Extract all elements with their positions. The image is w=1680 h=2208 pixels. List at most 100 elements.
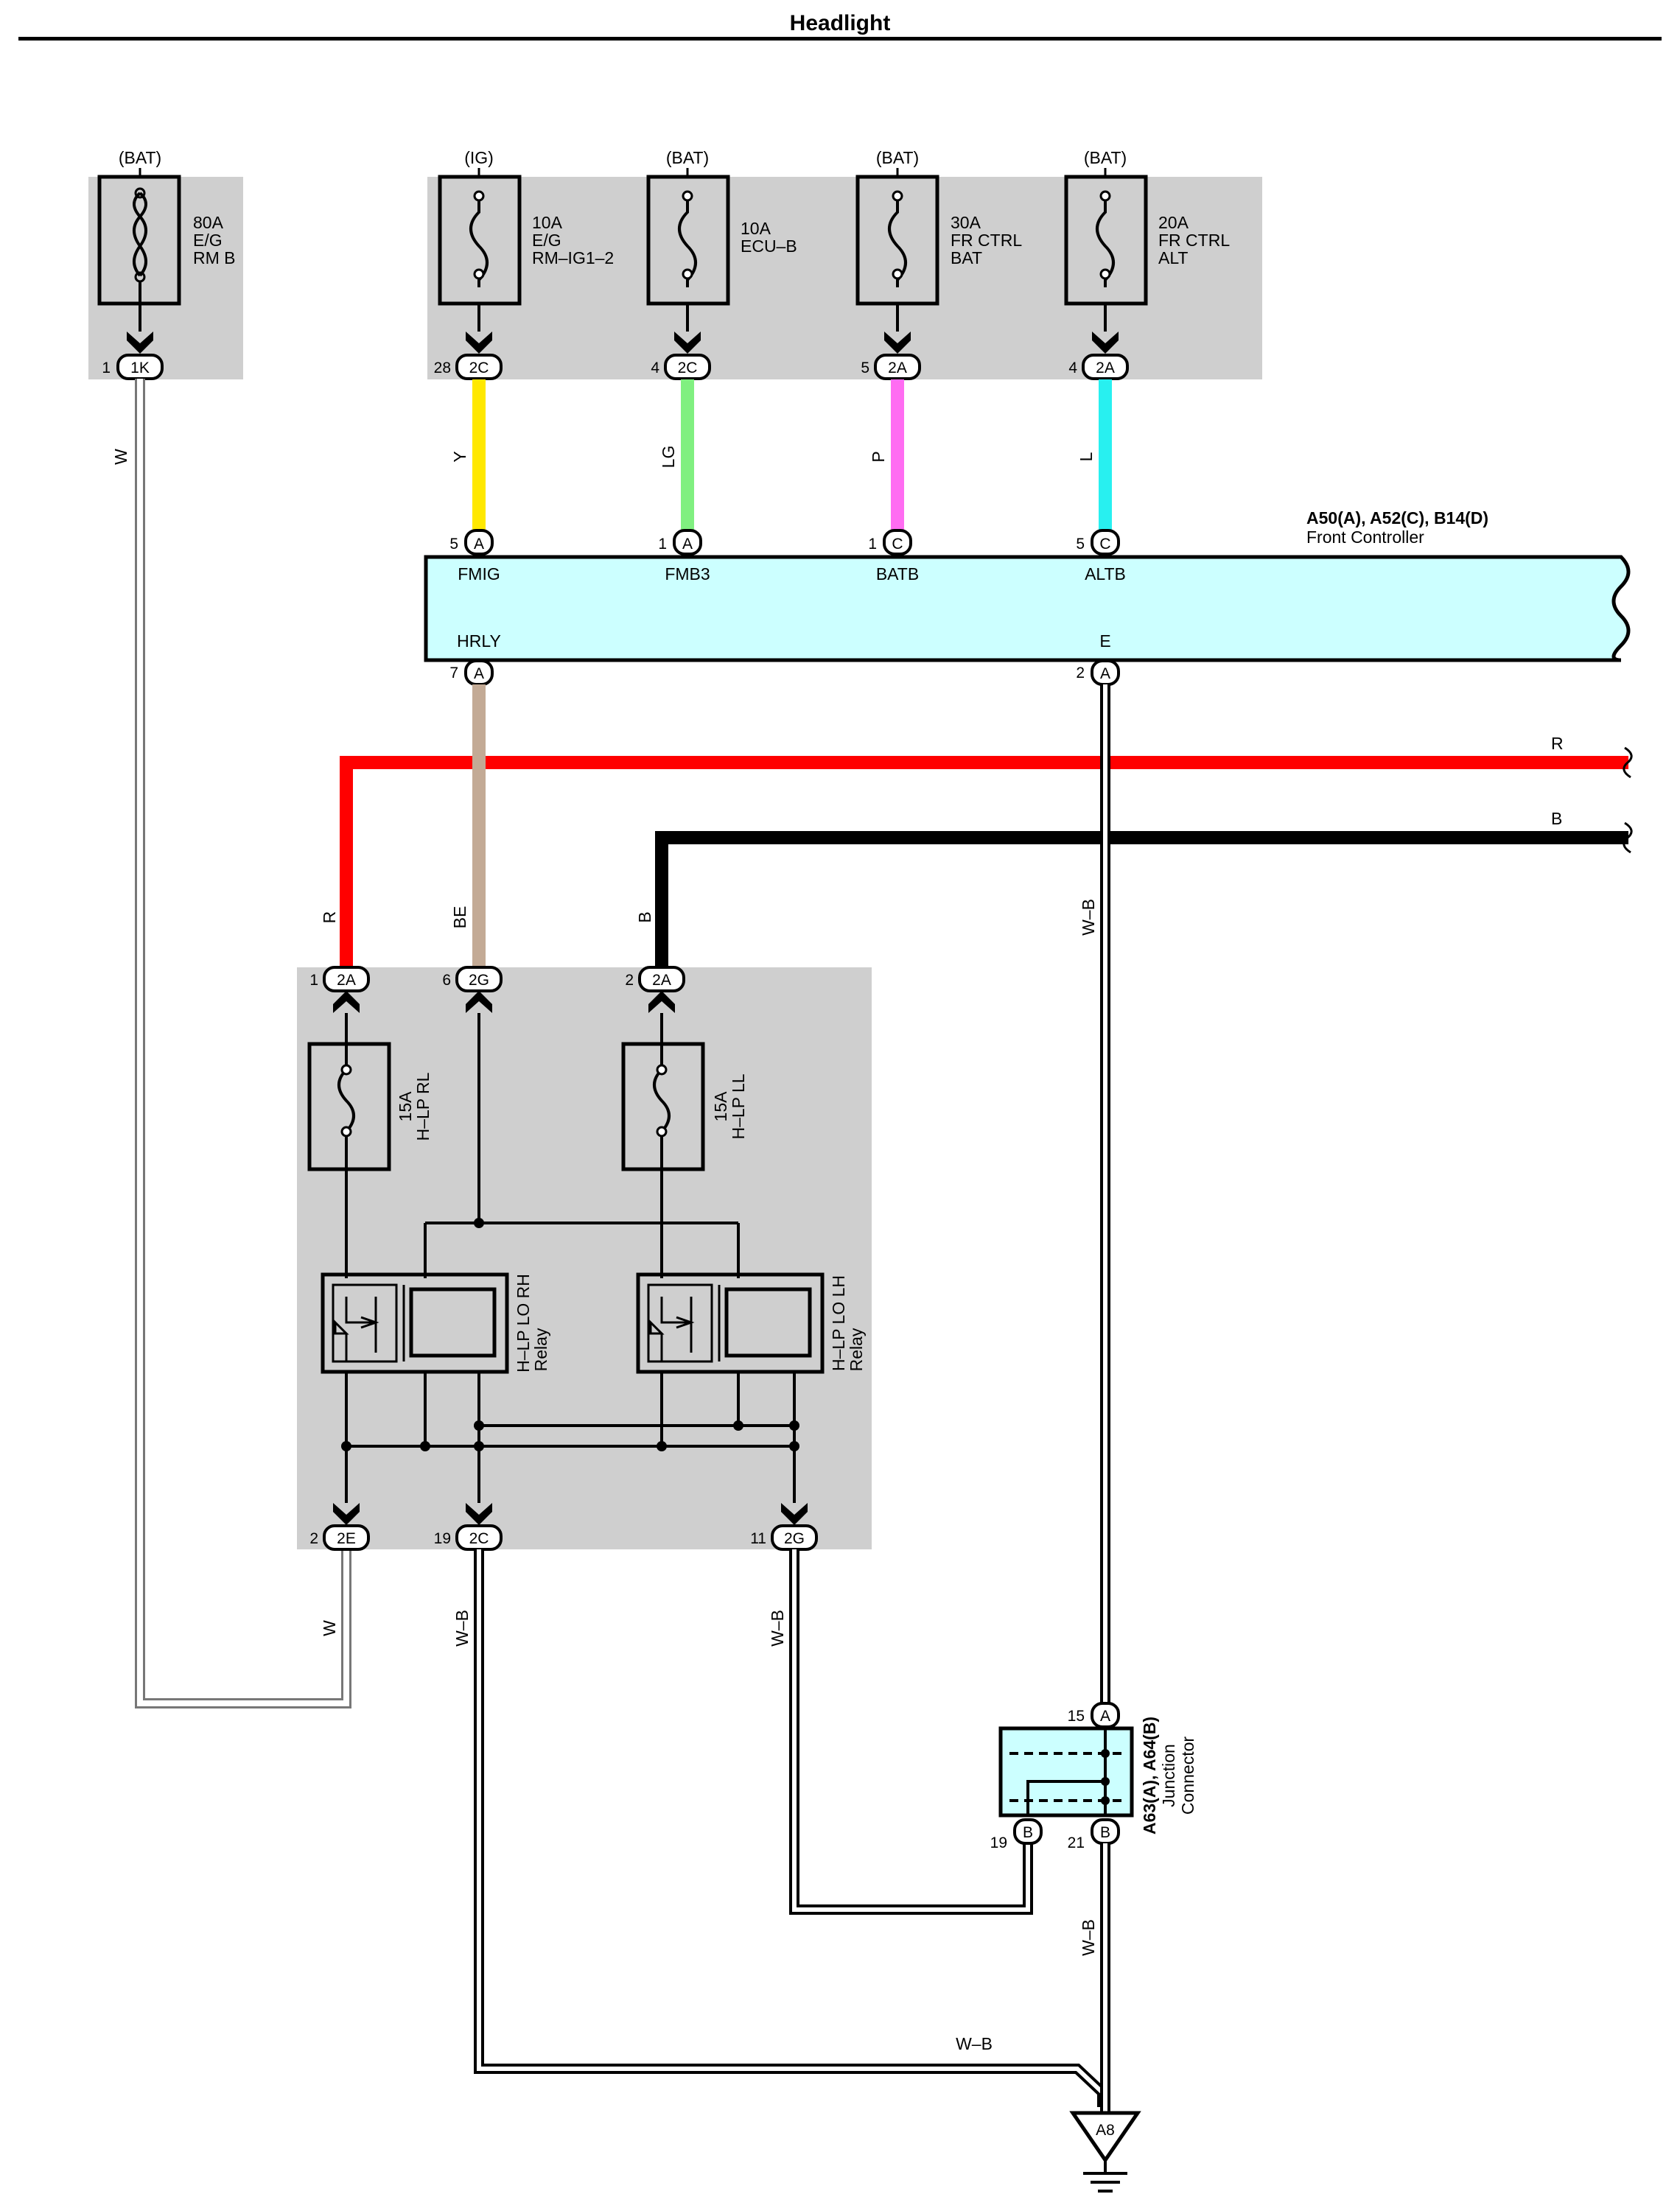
relay-box-bg <box>297 967 872 1549</box>
fuse-4-rating: 30A <box>951 213 981 232</box>
junction-label2: Connector <box>1178 1736 1197 1815</box>
junction-pin-top-num: 15 <box>1068 1708 1085 1725</box>
fuse-2-source: (IG) <box>464 148 494 167</box>
wire-lg <box>681 379 694 530</box>
junction-pin-top-conn: A <box>1100 1708 1110 1725</box>
fuse-5-source: (BAT) <box>1084 148 1127 167</box>
fuse-1-connector: 1K <box>130 360 150 376</box>
fuse-4-source: (BAT) <box>876 148 919 167</box>
connector-arrow-icon <box>781 1503 808 1525</box>
wire-label-l: L <box>1077 452 1096 461</box>
fuse-icon <box>653 1044 671 1169</box>
relay-box: 2A 1 2G 6 2A 2 15A H–LP RL 15A H–LP LL <box>297 966 872 1551</box>
wire-r <box>340 756 1628 967</box>
ctrl-pin-batb-num: 1 <box>868 536 877 553</box>
fuse-ll-rating: 15A <box>711 1091 730 1122</box>
fuse-4-name1: FR CTRL <box>951 231 1022 250</box>
ctrl-pin-fmig-name: FMIG <box>458 564 500 583</box>
fuse-2-name2: RM–IG1–2 <box>532 248 614 267</box>
fuse-3-connector: 2C <box>678 360 698 376</box>
wire-label-r: R <box>320 911 339 924</box>
controller-name: A50(A), A52(C), B14(D) <box>1306 508 1488 528</box>
wire-label-b-right: B <box>1551 809 1562 828</box>
fuse-2-rating: 10A <box>532 213 563 232</box>
fuse-3-name1: ECU–B <box>741 236 797 256</box>
fuse-5-name2: ALT <box>1158 248 1188 267</box>
fuse-80a-rm-b: (BAT) 80A E/G RM B 1 1K <box>97 148 236 380</box>
relay-coil-icon <box>724 1287 812 1358</box>
fuse-10a-rm-ig1-2: (IG) 10A E/G RM–IG1–2 28 2C <box>434 148 614 380</box>
fuse-1-source: (BAT) <box>119 148 161 167</box>
fuse-4-connector: 2A <box>888 360 907 376</box>
fuse-10a-ecu-b: (BAT) 10A ECU–B 4 2C <box>646 148 797 380</box>
junction-label1: Junction <box>1159 1744 1178 1807</box>
ctrl-pin-fmig-conn: A <box>474 536 484 553</box>
junction-name: A63(A), A64(B) <box>1140 1717 1159 1834</box>
fuse-20a-fr-ctrl-alt: (BAT) 20A FR CTRL ALT 4 2A <box>1064 148 1230 380</box>
connector-arrow-icon <box>648 991 675 1013</box>
ctrl-pin-e-num: 2 <box>1076 665 1085 681</box>
fuse-1-name2: RM B <box>193 248 236 267</box>
relay-box-pin-2e-num: 2 <box>309 1530 318 1547</box>
wire-label-p: P <box>869 451 888 462</box>
fusible-link-icon <box>133 192 147 277</box>
fuse-2-connector: 2C <box>469 360 489 376</box>
ctrl-pin-fmig-num: 5 <box>449 536 458 553</box>
relay-box-pin-b-num: 2 <box>625 972 634 989</box>
fuse-5-rating: 20A <box>1158 213 1189 232</box>
fuse-30a-fr-ctrl-bat: (BAT) 30A FR CTRL BAT 5 2A <box>855 148 1022 380</box>
wire-label-wb-2g: W–B <box>768 1610 787 1647</box>
relay-box-pin-be-conn: 2G <box>469 972 489 989</box>
connector-arrow-icon <box>466 1503 492 1525</box>
relay-box-pin-r-num: 1 <box>309 972 318 989</box>
fuse-2-pin: 28 <box>434 360 451 376</box>
fuse-5-connector: 2A <box>1096 360 1115 376</box>
fuse-3-source: (BAT) <box>666 148 709 167</box>
relay-box-pin-r-conn: 2A <box>337 972 356 989</box>
fuse-3-rating: 10A <box>741 219 771 238</box>
relay-coil-icon <box>409 1287 497 1358</box>
wire-label-w-2: W <box>320 1620 339 1636</box>
ground-label: A8 <box>1096 2122 1115 2139</box>
connector-arrow-icon <box>127 332 153 354</box>
fuse-1-name1: E/G <box>193 231 223 250</box>
wire-b <box>655 831 1628 967</box>
wire-label-wb-ctrl: W–B <box>1079 899 1098 936</box>
ctrl-pin-fmb3-num: 1 <box>658 536 667 553</box>
controller-body <box>424 555 1631 662</box>
fuse-3-pin: 4 <box>651 360 659 376</box>
wire-label-wb-ground: W–B <box>1079 1919 1098 1956</box>
fuse-h-lp-rl <box>307 1042 391 1171</box>
connector-arrow-icon <box>884 332 911 354</box>
wire-wb-2g <box>789 1549 1033 1915</box>
ctrl-pin-hrly-name: HRLY <box>457 631 501 651</box>
ctrl-pin-altb-num: 5 <box>1076 536 1085 553</box>
junction-pin-br-conn: B <box>1100 1824 1110 1841</box>
connector-arrow-icon <box>466 332 492 354</box>
wire-label-lg: LG <box>659 446 678 469</box>
junction-pin-bl-num: 19 <box>990 1834 1007 1851</box>
fuse-5-name1: FR CTRL <box>1158 231 1230 250</box>
relay-box-pin-2c-num: 19 <box>434 1530 451 1547</box>
fuse-4-pin: 5 <box>861 360 869 376</box>
front-controller: A50(A), A52(C), B14(D) Front Controller … <box>424 508 1631 686</box>
relay-lh-type: Relay <box>847 1328 866 1371</box>
fuse-box-main-bg <box>427 177 1262 379</box>
relay-box-pin-2g-num: 11 <box>750 1530 766 1547</box>
junction-connector: 15 A A63(A), A64(B) Junction Connector 1… <box>990 1702 1197 1851</box>
wire-l <box>1099 379 1112 530</box>
ctrl-pin-fmb3-conn: A <box>682 536 693 553</box>
wire-label-w: W <box>111 449 130 465</box>
relay-box-pin-2e-conn: 2E <box>337 1530 356 1547</box>
fuse-5-pin: 4 <box>1068 360 1077 376</box>
ground-a8: A8 <box>1069 2111 1141 2193</box>
fuse-icon <box>337 1044 355 1169</box>
ctrl-pin-altb-conn: C <box>1099 536 1110 553</box>
relay-h-lp-lo-rh: H–LP LO RH Relay <box>321 1272 550 1374</box>
ctrl-pin-e-conn: A <box>1100 665 1110 682</box>
relay-box-pin-be-num: 6 <box>442 972 451 989</box>
title-rule <box>18 37 1662 41</box>
ctrl-pin-hrly-num: 7 <box>449 665 458 681</box>
ctrl-pin-e-name: E <box>1099 631 1110 651</box>
